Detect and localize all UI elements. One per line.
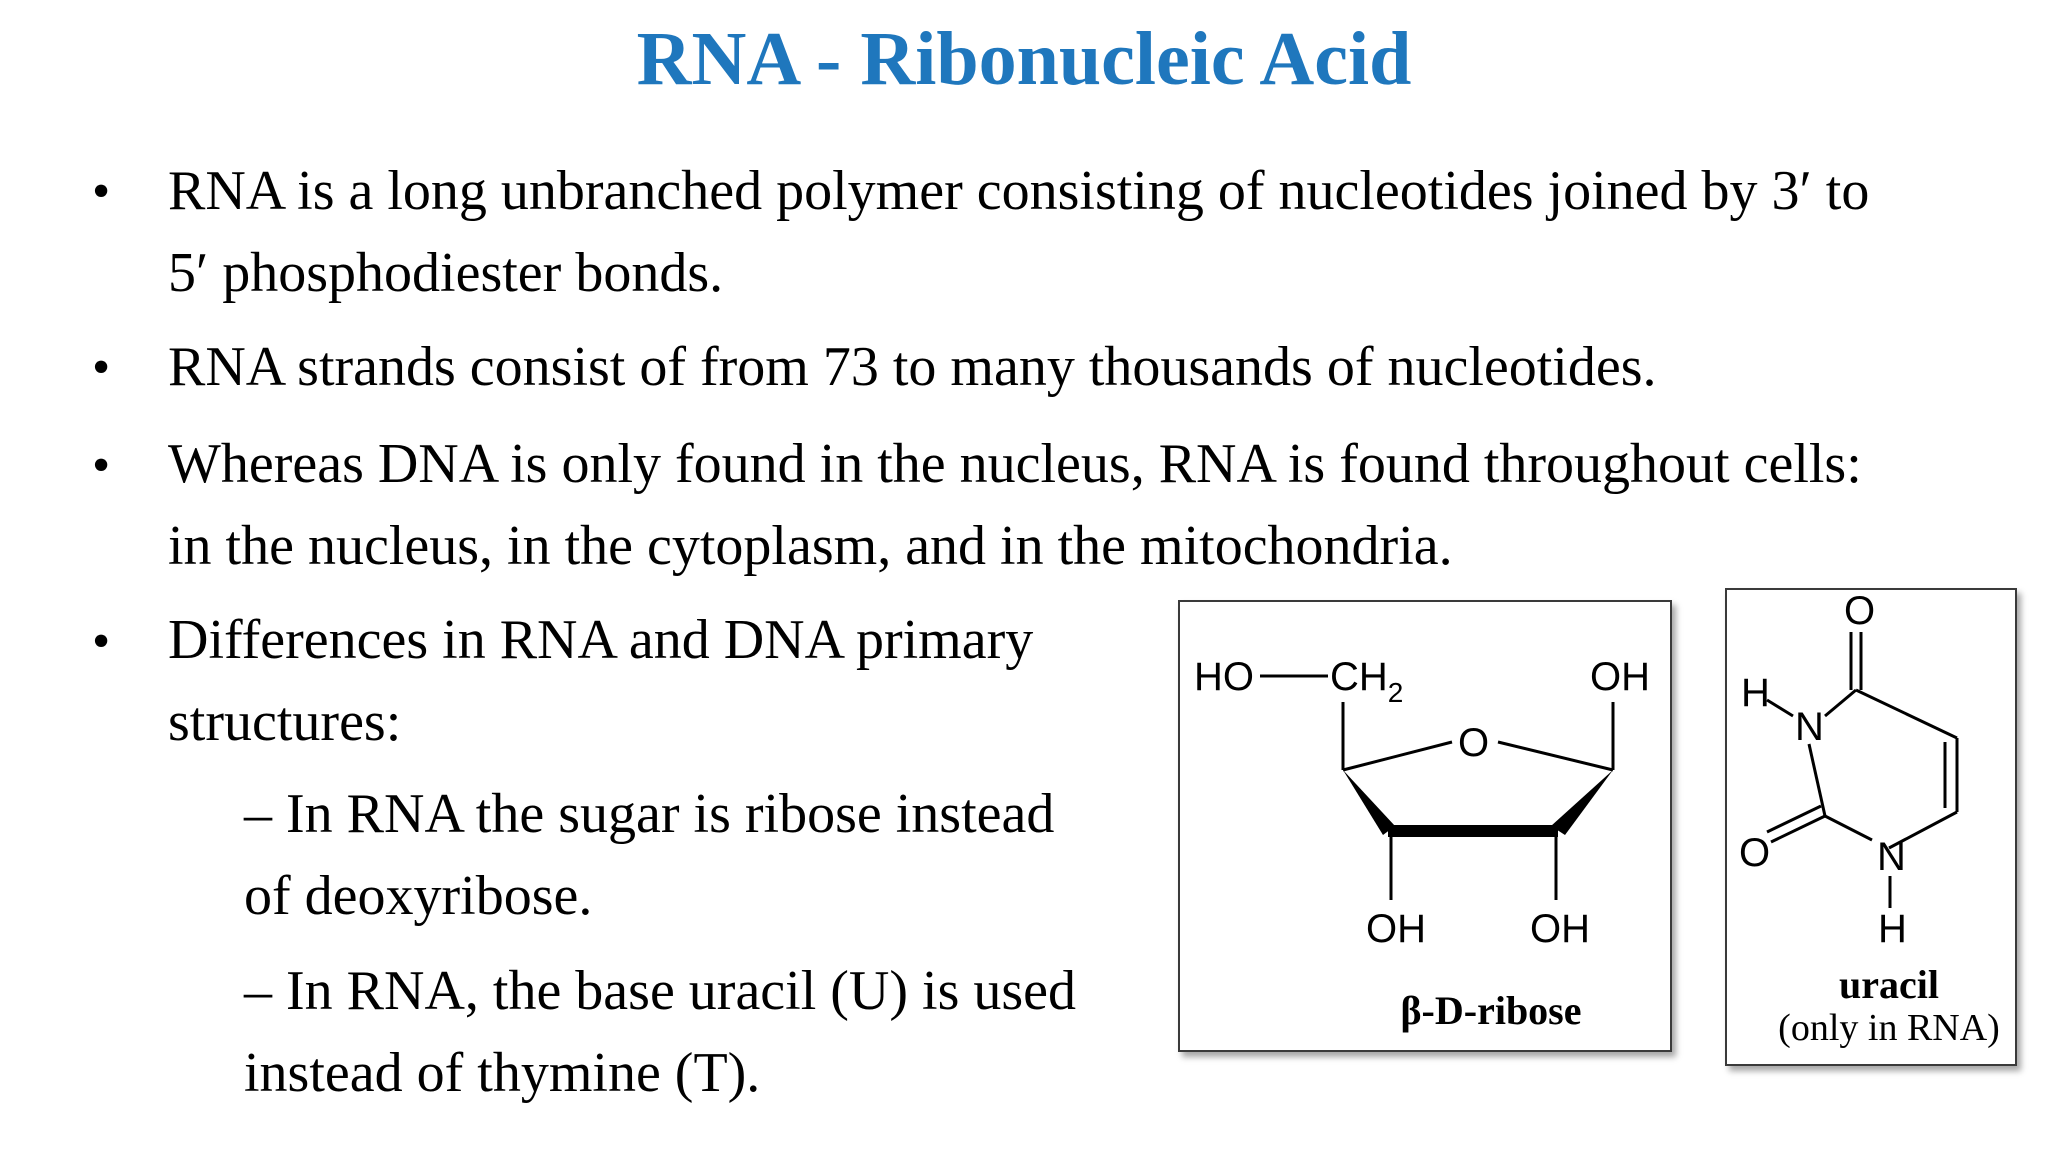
c2-n1-bond xyxy=(1824,814,1873,842)
bullet-dot-4: • xyxy=(92,613,111,670)
subbullet-1-line-2: of deoxyribose. xyxy=(244,865,593,927)
bullet-1-line-1: RNA is a long unbranched polymer consist… xyxy=(168,160,1870,222)
ribose-structure: HO CH2 OH O OH OH β-D-ribose xyxy=(1194,655,1650,1033)
ribose-figure: HO CH2 OH O OH OH β-D-ribose xyxy=(1178,600,1672,1052)
bullet-3-line-2: in the nucleus, in the cytoplasm, and in… xyxy=(168,515,1453,577)
ribose-ch-label: CH2 xyxy=(1330,655,1403,708)
c4-c3-wedge xyxy=(1343,770,1395,835)
uracil-caption: uracil xyxy=(1839,962,1939,1007)
subbullet-2-line-1: – In RNA, the base uracil (U) is used xyxy=(244,960,1077,1022)
c4-n3-bond xyxy=(1824,688,1857,718)
ribose-ch-subscript: 2 xyxy=(1388,677,1404,708)
uracil-o-top-label: O xyxy=(1844,590,1875,633)
c4-o-bond xyxy=(1342,740,1453,772)
bullet-3-line-1: Whereas DNA is only found in the nucleus… xyxy=(168,433,1862,495)
ribose-oh-right-label: OH xyxy=(1530,907,1590,951)
page-title: RNA - Ribonucleic Acid xyxy=(636,17,1412,101)
c1-c2-wedge xyxy=(1551,770,1613,835)
o-c1-bond xyxy=(1497,740,1614,772)
bullet-dot-1: • xyxy=(92,163,111,220)
bullet-dot-2: • xyxy=(92,339,111,396)
uracil-o-left-label: O xyxy=(1739,831,1770,875)
c2-o-bond-a xyxy=(1770,814,1826,844)
bullet-dot-3: • xyxy=(92,437,111,494)
c2-o-bond-b xyxy=(1766,804,1822,834)
ribose-ho-label: HO xyxy=(1194,655,1254,699)
n3-c2-bond xyxy=(1807,743,1827,817)
uracil-note: (only in RNA) xyxy=(1778,1007,2000,1049)
subbullet-2-line-2: instead of thymine (T). xyxy=(244,1042,761,1104)
uracil-figure: O N N H O H uracil (only in RNA) xyxy=(1725,588,2017,1066)
c4-c5-bond xyxy=(1855,688,1958,740)
bullet-4-line-2: structures: xyxy=(168,691,402,753)
h-n3-bond xyxy=(1766,698,1794,718)
bullet-4-line-1: Differences in RNA and DNA primary xyxy=(168,609,1034,671)
uracil-n1-label: N xyxy=(1877,835,1906,879)
bullet-2-line-1: RNA strands consist of from 73 to many t… xyxy=(168,336,1657,398)
bullet-1-line-2: 5′ phosphodiester bonds. xyxy=(168,242,724,304)
ribose-caption: β-D-ribose xyxy=(1400,988,1581,1033)
ribose-ring-o-label: O xyxy=(1458,721,1489,765)
uracil-h-left-label: H xyxy=(1741,671,1770,715)
c6-n1-bond xyxy=(1888,810,1958,850)
uracil-h-bottom-label: H xyxy=(1878,907,1907,951)
uracil-structure: O N N H O H uracil (only in RNA) xyxy=(1739,589,2000,1049)
ribose-oh-left-label: OH xyxy=(1366,907,1426,951)
ribose-oh-top-label: OH xyxy=(1590,655,1650,699)
ribose-ch-text: CH xyxy=(1330,655,1388,699)
subbullet-1-line-1: – In RNA the sugar is ribose instead xyxy=(244,783,1055,845)
uracil-n3-label: N xyxy=(1795,705,1824,749)
